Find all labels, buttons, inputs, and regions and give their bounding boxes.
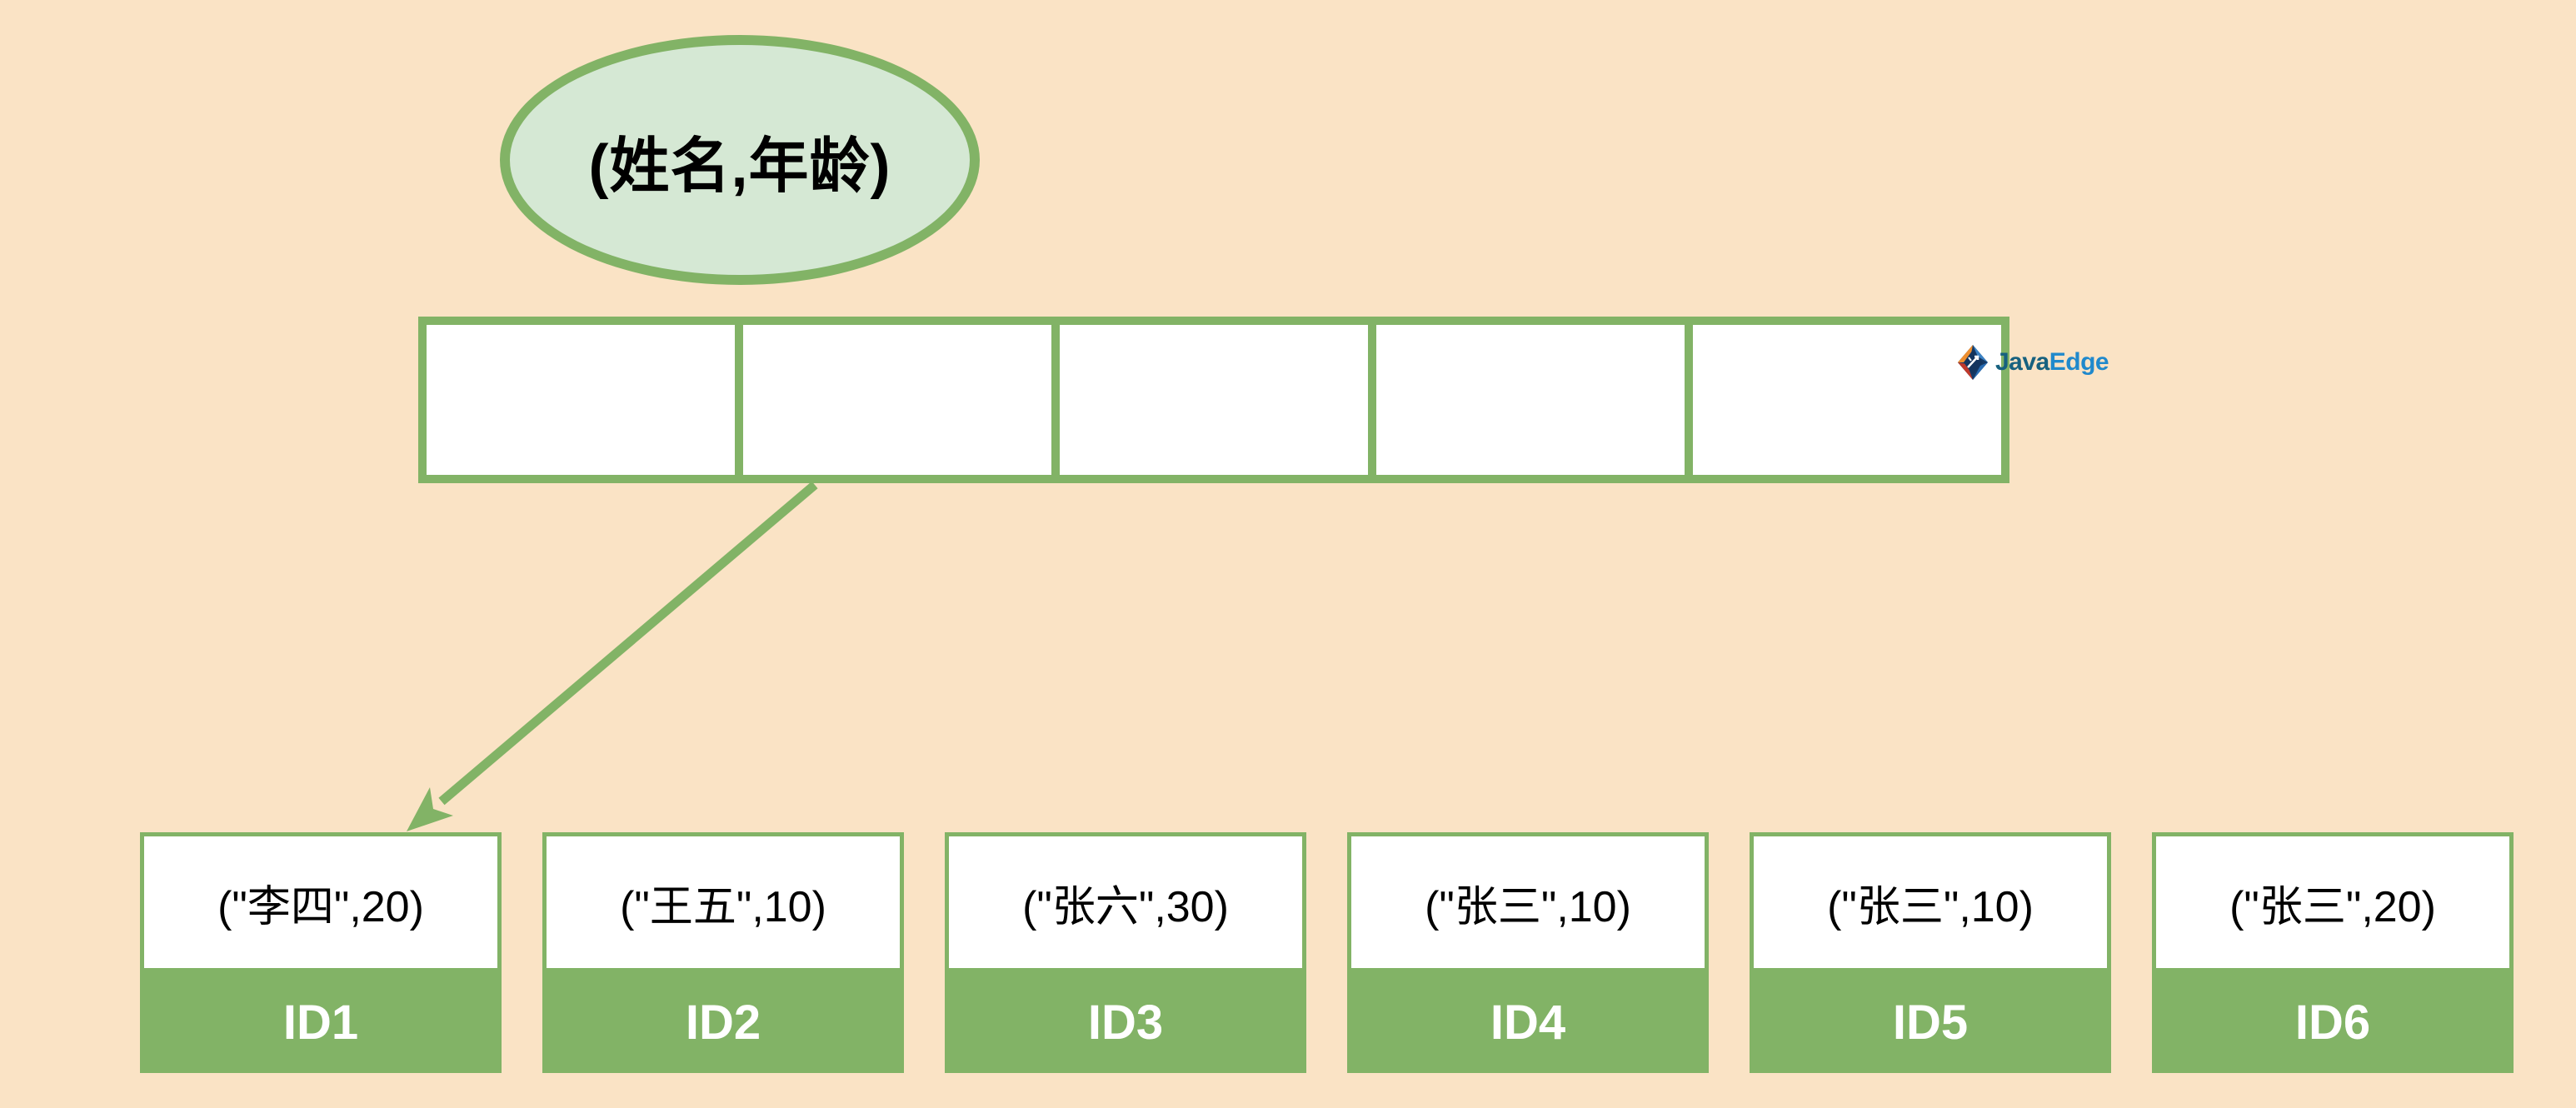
javaedge-watermark: JavaEdge: [1956, 342, 2109, 383]
record-id-badge: ID6: [2152, 972, 2514, 1073]
record-tuple: ("张三",20): [2152, 832, 2514, 972]
record-row: ("李四",20) ID1 ("王五",10) ID2 ("张六",30) ID…: [140, 832, 2514, 1073]
record-card-4: ("张三",10) ID4: [1347, 832, 1709, 1073]
index-row: [418, 317, 2009, 483]
index-cell-3: [1051, 325, 1368, 475]
record-tuple: ("王五",10): [542, 832, 904, 972]
index-cell-1: [427, 325, 735, 475]
javaedge-brand-edge: Edge: [2049, 348, 2109, 376]
javaedge-brand-java: Java: [1995, 348, 2049, 376]
index-key-label: (姓名,年龄): [588, 132, 891, 200]
record-tuple: ("李四",20): [140, 832, 502, 972]
javaedge-logo-icon: [1958, 345, 1988, 380]
index-cell-5: [1685, 325, 2001, 475]
record-id-badge: ID2: [542, 972, 904, 1073]
javaedge-brand-text: JavaEdge: [1995, 348, 2109, 377]
record-card-2: ("王五",10) ID2: [542, 832, 904, 1073]
record-id-badge: ID4: [1347, 972, 1709, 1073]
record-id-badge: ID1: [140, 972, 502, 1073]
record-tuple: ("张三",10): [1347, 832, 1709, 972]
record-card-1: ("李四",20) ID1: [140, 832, 502, 1073]
index-cell-4: [1368, 325, 1685, 475]
record-tuple: ("张三",10): [1750, 832, 2111, 972]
record-card-6: ("张三",20) ID6: [2152, 832, 2514, 1073]
index-cell-2: [735, 325, 1051, 475]
record-id-badge: ID3: [945, 972, 1306, 1073]
record-tuple: ("张六",30): [945, 832, 1306, 972]
record-id-badge: ID5: [1750, 972, 2111, 1073]
record-card-5: ("张三",10) ID5: [1750, 832, 2111, 1073]
index-key-ellipse: (姓名,年龄): [500, 35, 980, 285]
record-card-3: ("张六",30) ID3: [945, 832, 1306, 1073]
